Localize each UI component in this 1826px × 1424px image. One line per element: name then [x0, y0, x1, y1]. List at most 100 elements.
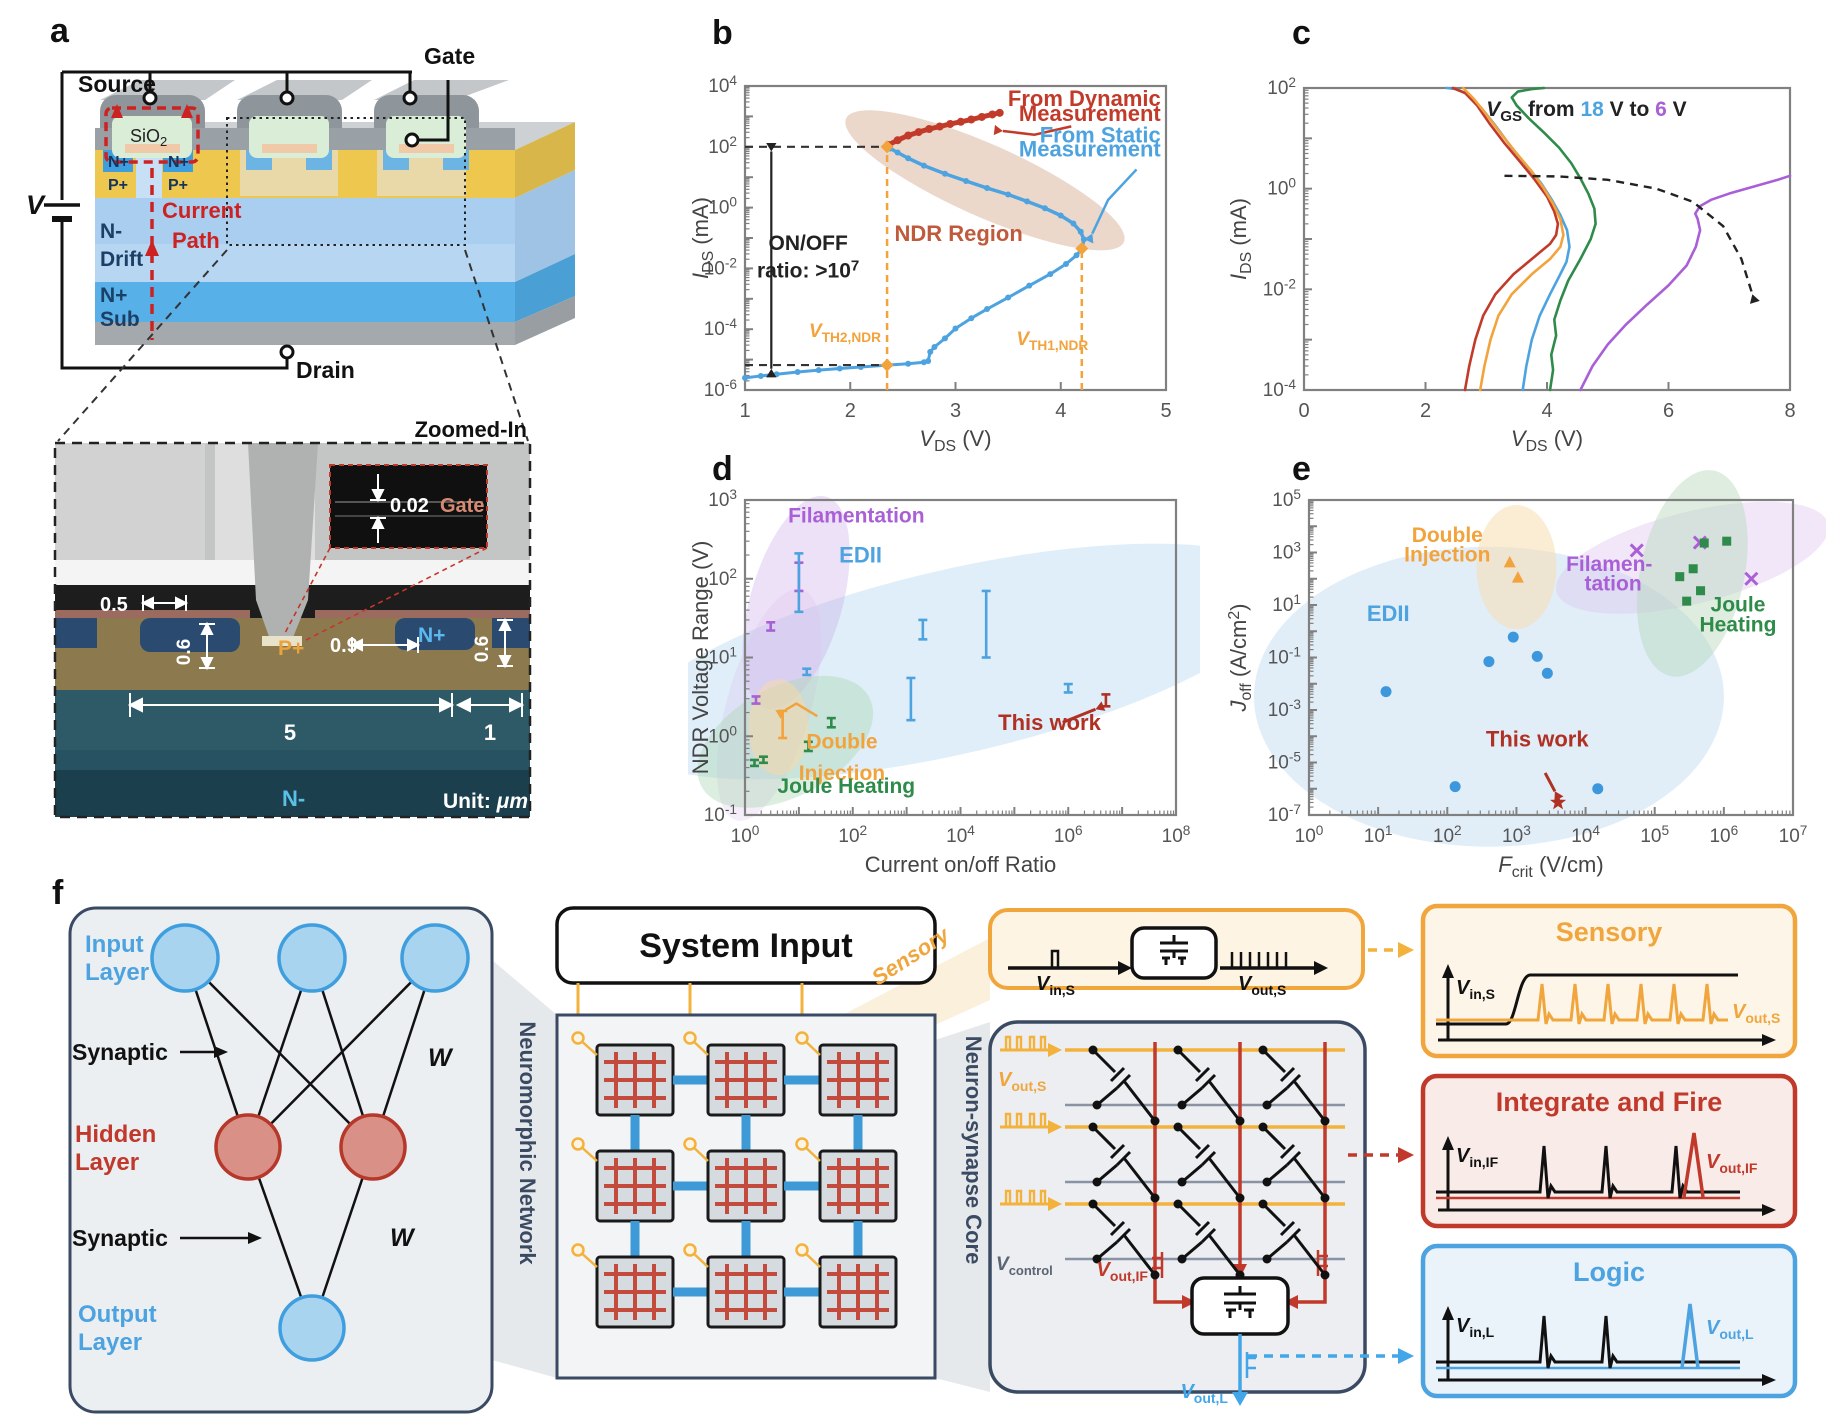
drain-label: Drain — [296, 357, 355, 383]
svg-text:W: W — [390, 1224, 416, 1252]
sensory-circuit-box: Vin,S Vout,S — [988, 908, 1365, 998]
svg-text:Filamentation: Filamentation — [788, 504, 925, 527]
svg-text:Output: Output — [78, 1301, 157, 1328]
svg-text:100: 100 — [708, 195, 737, 219]
svg-text:2: 2 — [845, 400, 856, 422]
svg-text:Injection: Injection — [799, 762, 885, 785]
svg-text:N-: N- — [100, 220, 122, 243]
svg-text:103: 103 — [1272, 540, 1301, 564]
svg-text:VTH1,NDR: VTH1,NDR — [1016, 329, 1088, 353]
svg-text:102: 102 — [708, 566, 737, 590]
svg-text:Injection: Injection — [1404, 544, 1490, 567]
svg-text:EDII: EDII — [839, 543, 882, 568]
svg-text:From Static: From Static — [1040, 122, 1161, 147]
svg-text:Drift: Drift — [100, 248, 143, 271]
system-input-box — [555, 906, 937, 985]
logic-panel: Logic Vin,L Vout,L — [1420, 1243, 1798, 1399]
svg-text:VGS from 18 V to 6 V: VGS from 18 V to 6 V — [1486, 98, 1686, 125]
svg-text:2: 2 — [1420, 400, 1431, 422]
svg-text:1: 1 — [484, 720, 496, 745]
svg-text:100: 100 — [708, 723, 737, 747]
svg-text:101: 101 — [708, 645, 737, 669]
svg-text:Current on/off Ratio: Current on/off Ratio — [865, 852, 1057, 877]
inset-gate-label: Gate — [440, 495, 484, 517]
svg-text:102: 102 — [1433, 823, 1462, 847]
svg-text:VDS (V): VDS (V) — [1511, 426, 1583, 455]
svg-text:Vcontrol: Vcontrol — [996, 1254, 1053, 1278]
svg-text:10-1: 10-1 — [1268, 645, 1301, 669]
svg-text:Layer: Layer — [85, 959, 149, 986]
svg-text:5: 5 — [284, 720, 296, 745]
svg-text:W: W — [428, 1044, 454, 1072]
svg-text:Joule Heating: Joule Heating — [777, 775, 915, 798]
tem-nminus-label: N- — [282, 786, 305, 811]
svg-text:Sub: Sub — [100, 308, 140, 331]
svg-text:EDII: EDII — [1367, 601, 1410, 626]
svg-text:VTH2,NDR: VTH2,NDR — [809, 321, 881, 345]
crossbar-core-box: Vout,S Vcontrol Vout,IF Vout,L — [988, 1020, 1367, 1406]
svg-text:IDS (mA): IDS (mA) — [688, 197, 717, 279]
gate-label: Gate — [424, 43, 475, 69]
svg-text:106: 106 — [1709, 823, 1738, 847]
svg-text:0.02: 0.02 — [390, 495, 429, 517]
current-label: Current — [162, 198, 242, 223]
panel-a-label: a — [50, 12, 69, 50]
svg-text:N+: N+ — [108, 154, 129, 171]
svg-text:100: 100 — [1267, 176, 1296, 200]
circuit-wires — [60, 70, 450, 370]
gate-inset — [329, 464, 488, 549]
svg-text:P+: P+ — [108, 177, 128, 194]
svg-text:ratio: >107: ratio: >107 — [757, 258, 859, 283]
svg-text:Vout,IF: Vout,IF — [1097, 1259, 1149, 1284]
svg-text:105: 105 — [1272, 487, 1301, 511]
svg-text:Vout,IF: Vout,IF — [1706, 1151, 1758, 1176]
svg-text:Double: Double — [1412, 524, 1483, 547]
svg-text:104: 104 — [946, 823, 975, 847]
svg-text:Layer: Layer — [75, 1149, 139, 1176]
terminal-nodes — [142, 90, 420, 360]
svg-text:108: 108 — [1162, 823, 1191, 847]
svg-text:Measurement: Measurement — [1019, 136, 1162, 161]
svg-text:Heating: Heating — [1699, 613, 1776, 636]
svg-text:Sensory: Sensory — [1556, 917, 1663, 947]
svg-text:Fcrit (V/cm): Fcrit (V/cm) — [1498, 852, 1603, 881]
svg-text:104: 104 — [708, 73, 737, 97]
svg-text:Vin,S: Vin,S — [1456, 977, 1495, 1002]
svg-text:Logic: Logic — [1573, 1257, 1645, 1287]
neuromorphic-system-diagram: Input Layer Hidden Layer Output Layer Sy… — [68, 903, 1798, 1414]
svg-text:100: 100 — [731, 823, 760, 847]
svg-text:Vin,S: Vin,S — [1036, 973, 1075, 998]
svg-text:10-2: 10-2 — [704, 255, 737, 279]
svg-text:0.6: 0.6 — [472, 636, 493, 662]
output-layer-neuron — [278, 1294, 346, 1362]
input-layer-neurons — [150, 923, 470, 993]
neuron-synapse-core-label: Neuron-synapse Core — [961, 1036, 986, 1265]
zoom-region-box — [226, 117, 466, 246]
svg-text:101: 101 — [1364, 823, 1393, 847]
panel-b-label: b — [712, 14, 733, 52]
svg-text:103: 103 — [1502, 823, 1531, 847]
svg-text:103: 103 — [708, 487, 737, 511]
drain-metal — [95, 322, 515, 345]
svg-text:1: 1 — [739, 400, 750, 422]
svg-text:tation: tation — [1585, 573, 1642, 596]
svg-text:10-2: 10-2 — [1263, 276, 1296, 300]
tem-unit-label: Unit: μm — [443, 790, 528, 813]
hidden-layer-neurons — [214, 1113, 407, 1181]
tem-pplus-label: P+ — [278, 637, 304, 660]
svg-text:10-6: 10-6 — [704, 377, 737, 401]
svg-text:0.9: 0.9 — [330, 635, 358, 657]
n-sub-layer — [95, 282, 515, 322]
svg-text:10-1: 10-1 — [704, 802, 737, 826]
svg-text:NDR Voltage Range (V): NDR Voltage Range (V) — [688, 541, 713, 775]
svg-text:This work: This work — [998, 710, 1101, 735]
neural-network-box: Input Layer Hidden Layer Output Layer Sy… — [68, 906, 494, 1414]
svg-text:Integrate and Fire: Integrate and Fire — [1496, 1087, 1723, 1117]
sensory-panel: Sensory Vin,S Vout,S — [1420, 903, 1798, 1059]
svg-text:Vout,L: Vout,L — [1180, 1381, 1228, 1406]
source-label: Source — [78, 71, 156, 97]
svg-text:Vin,IF: Vin,IF — [1456, 1145, 1499, 1170]
